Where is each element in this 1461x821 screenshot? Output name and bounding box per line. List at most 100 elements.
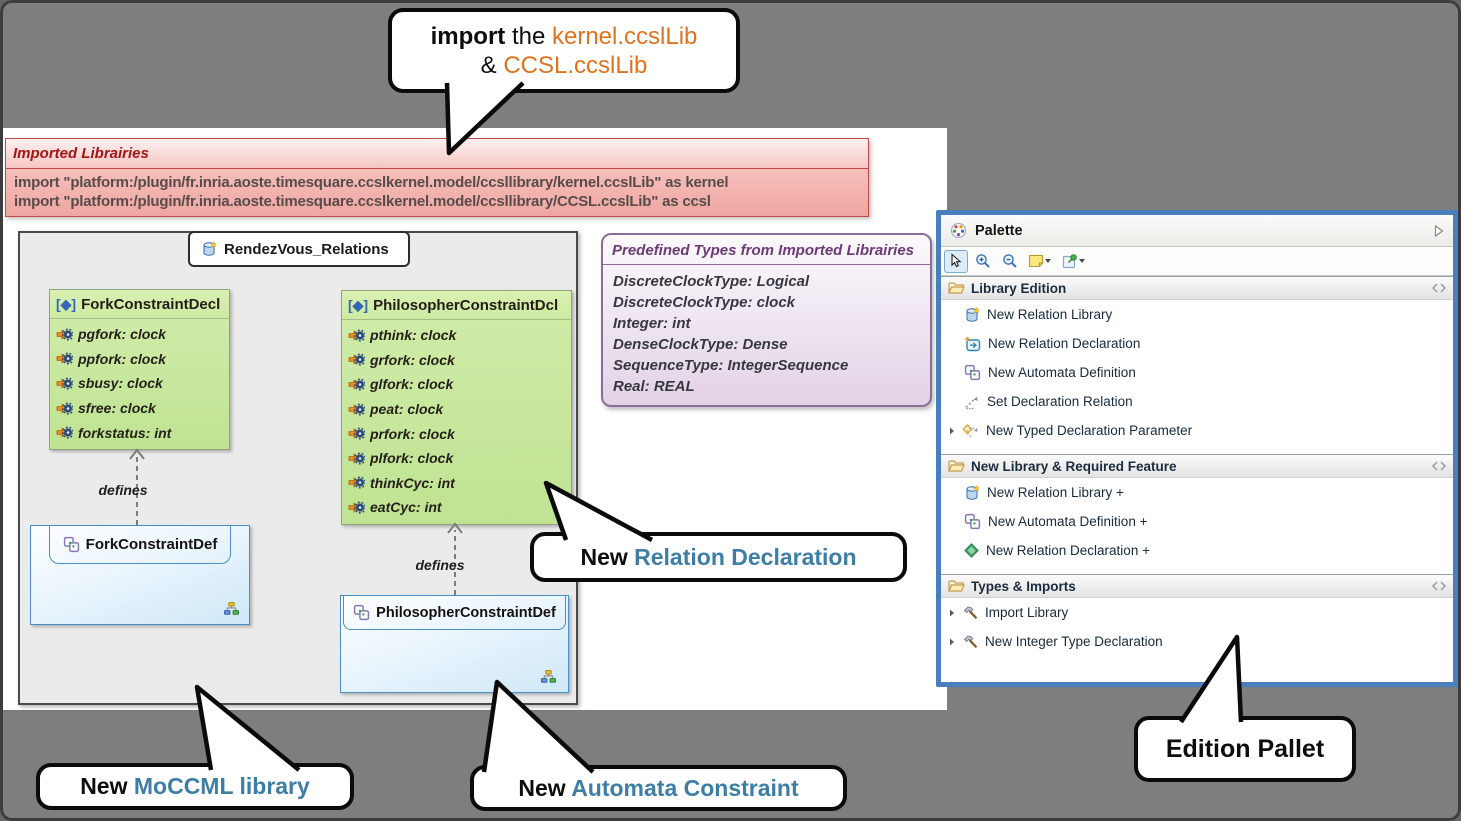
callout-text: & [480, 51, 504, 79]
node-title: ForkConstraintDef [85, 536, 218, 553]
pin-section-icon[interactable] [1432, 461, 1446, 471]
hierarchy-icon [541, 670, 556, 683]
diagram-tab-rendezvous-relations[interactable]: RendezVous_Relations [188, 231, 410, 267]
zoom-in-button[interactable] [971, 250, 995, 273]
attribute-row[interactable]: plfork: clock [342, 446, 571, 471]
hierarchy-icon [224, 602, 239, 615]
int-attribute-icon [56, 426, 73, 439]
predefined-type-line: DiscreteClockType: Logical [613, 273, 810, 290]
attribute-row[interactable]: glfork: clock [342, 372, 571, 397]
diagram-container[interactable]: RendezVous_Relations [◆] ForkConstraintD… [18, 231, 578, 705]
palette-item-new-typed-declaration-parameter[interactable]: New Typed Declaration Parameter [941, 416, 1453, 445]
open-folder-icon [948, 282, 965, 294]
palette-item-new-automata-definition[interactable]: New Automata Definition [941, 358, 1453, 387]
attribute-label: forkstatus: int [78, 424, 172, 441]
library-icon [966, 306, 980, 322]
open-folder-icon [948, 460, 965, 472]
node-philosopher-constraint-def[interactable]: PhilosopherConstraintDef [340, 595, 569, 693]
attribute-row[interactable]: pgfork: clock [50, 322, 229, 347]
node-header: PhilosopherConstraintDef [343, 596, 566, 630]
clock-attribute-icon [348, 452, 365, 465]
palette-item-label: New Relation Declaration [988, 336, 1141, 351]
clock-attribute-icon [56, 352, 73, 365]
attribute-row[interactable]: sfree: clock [50, 396, 229, 421]
attribute-row[interactable]: peat: clock [342, 397, 571, 422]
palette-item-new-relation-library-plus[interactable]: New Relation Library + [941, 478, 1453, 507]
callout-new-moccml-library: New MoCCML library [36, 763, 354, 810]
callout-import-note: import the kernel.ccslLib & CCSL.ccslLib [388, 8, 740, 93]
palette-item-new-relation-declaration-plus[interactable]: New Relation Declaration + [941, 536, 1453, 565]
palette-section-library-edition[interactable]: Library Edition [941, 276, 1453, 300]
zoom-out-button[interactable] [998, 250, 1022, 273]
attribute-label: sbusy: clock [78, 375, 163, 392]
expander-icon[interactable] [949, 427, 955, 435]
clock-attribute-icon [348, 329, 365, 342]
palette-section-new-library-required-feature[interactable]: New Library & Required Feature [941, 454, 1453, 478]
imported-libraries-note[interactable]: Imported Librairies import "platform:/pl… [5, 138, 869, 217]
palette-item-new-relation-declaration[interactable]: New Relation Declaration [941, 329, 1453, 358]
attribute-row[interactable]: eatCyc: int [342, 495, 571, 520]
expander-icon[interactable] [949, 609, 955, 617]
attribute-row[interactable]: grfork: clock [342, 348, 571, 373]
set-declaration-relation-icon [965, 396, 978, 409]
clock-attribute-icon [56, 402, 73, 415]
attribute-row[interactable]: forkstatus: int [50, 420, 229, 445]
collapse-palette-icon[interactable] [1434, 224, 1444, 237]
attribute-label: prfork: clock [370, 425, 455, 442]
attribute-row[interactable]: ppfork: clock [50, 347, 229, 372]
declaration-badge-icon: [◆] [348, 297, 369, 313]
hammer-icon [963, 634, 977, 648]
node-fork-constraint-def[interactable]: ForkConstraintDef [30, 525, 250, 625]
attribute-row[interactable]: prfork: clock [342, 421, 571, 446]
defines-edge-label: defines [98, 482, 148, 498]
node-header: [◆] PhilosopherConstraintDcl [342, 291, 571, 320]
node-fork-constraint-decl[interactable]: [◆] ForkConstraintDecl pgfork: clock ppf… [49, 289, 230, 450]
predefined-type-line: DiscreteClockType: clock [613, 294, 796, 311]
note-tool-button[interactable] [1025, 250, 1055, 273]
expander-icon[interactable] [949, 638, 955, 646]
automata-icon [964, 364, 981, 381]
predefined-type-line: Integer: int [613, 315, 691, 332]
palette-item-new-integer-type-declaration[interactable]: New Integer Type Declaration [941, 627, 1453, 656]
typed-parameter-icon [962, 423, 978, 437]
predefined-types-body: DiscreteClockType: Logical DiscreteClock… [603, 265, 930, 405]
select-tool-button[interactable] [944, 249, 968, 273]
palette-icon [950, 222, 967, 239]
clock-attribute-icon [56, 328, 73, 341]
import-statement: import "platform:/plugin/fr.inria.aoste.… [14, 174, 729, 191]
callout-text: Relation Declaration [634, 543, 857, 570]
attribute-row[interactable]: sbusy: clock [50, 371, 229, 396]
pin-note-tool-button[interactable] [1058, 250, 1090, 273]
palette-item-set-declaration-relation[interactable]: Set Declaration Relation [941, 387, 1453, 416]
int-attribute-icon [348, 476, 365, 489]
palette-item-import-library[interactable]: Import Library [941, 598, 1453, 627]
callout-text: CCSL.ccslLib [503, 51, 648, 79]
clock-attribute-icon [348, 353, 365, 366]
palette-header[interactable]: Palette [941, 215, 1453, 247]
predefined-types-note[interactable]: Predefined Types from Imported Librairie… [601, 233, 932, 407]
automata-icon [964, 513, 981, 530]
pinned-note-icon [1062, 254, 1077, 269]
declaration-badge-icon: [◆] [56, 296, 77, 312]
palette-item-new-automata-definition-plus[interactable]: New Automata Definition + [941, 507, 1453, 536]
defines-edge-label: defines [415, 557, 465, 573]
palette-item-new-relation-library[interactable]: New Relation Library [941, 300, 1453, 329]
pin-section-icon[interactable] [1432, 581, 1446, 591]
imported-libraries-body: import "platform:/plugin/fr.inria.aoste.… [6, 169, 868, 216]
clock-attribute-icon [348, 403, 365, 416]
predefined-types-title: Predefined Types from Imported Librairie… [603, 235, 930, 265]
node-philosopher-constraint-dcl[interactable]: [◆] PhilosopherConstraintDcl pthink: clo… [341, 290, 572, 525]
palette-item-label: New Relation Declaration + [986, 543, 1150, 558]
attribute-row[interactable]: pthink: clock [342, 323, 571, 348]
node-title: PhilosopherConstraintDcl [373, 297, 559, 314]
attribute-row[interactable]: thinkCyc: int [342, 471, 571, 496]
pin-section-icon[interactable] [1432, 283, 1446, 293]
callout-new-relation-declaration: New Relation Declaration [530, 532, 907, 582]
callout-edition-pallet: Edition Pallet [1134, 716, 1356, 782]
section-label: New Library & Required Feature [971, 458, 1177, 474]
palette-item-label: Import Library [985, 605, 1069, 620]
hammer-icon [963, 605, 977, 619]
palette-section-types-imports[interactable]: Types & Imports [941, 574, 1453, 598]
dropdown-caret-icon [1079, 259, 1085, 263]
